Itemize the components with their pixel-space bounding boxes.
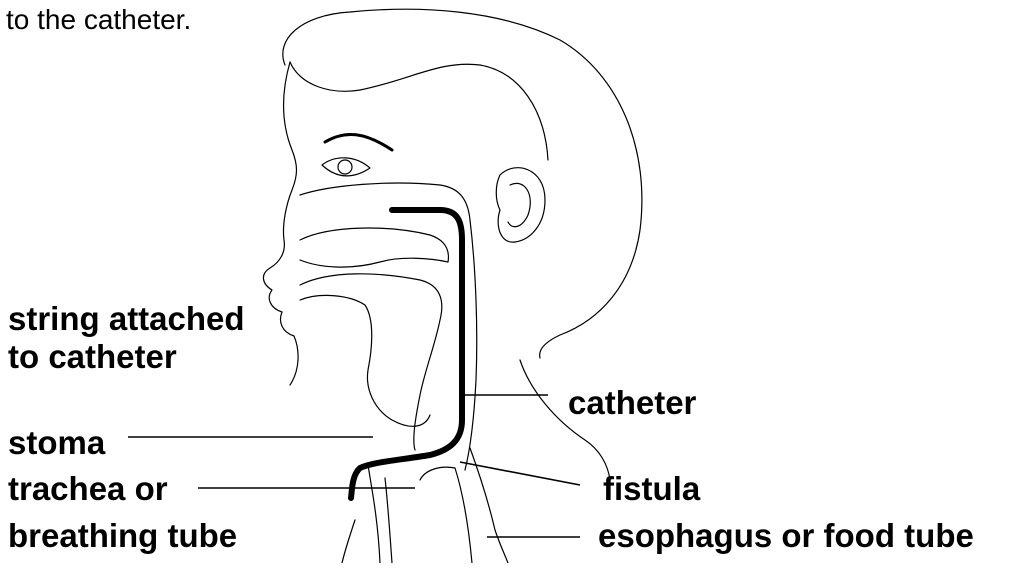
- label-esophagus: esophagus or food tube: [598, 517, 974, 554]
- label-string-line1: string attached: [8, 300, 245, 337]
- pharynx-wall: [465, 220, 477, 470]
- trachea-wall-left: [342, 520, 355, 563]
- leader-fistula: [460, 462, 580, 485]
- hairline: [290, 62, 548, 160]
- tongue: [300, 274, 442, 450]
- neck-front: [368, 465, 380, 563]
- label-catheter: catheter: [568, 384, 696, 421]
- oral-cavity: [300, 295, 430, 426]
- ear-inner: [508, 183, 530, 226]
- label-trachea-line2: breathing tube: [8, 517, 237, 554]
- trachea-wall-right: [385, 478, 392, 563]
- eyebrow: [325, 134, 392, 150]
- nasal-cavity: [300, 183, 470, 220]
- esophagus-wall-left: [420, 467, 472, 563]
- ear: [496, 168, 545, 242]
- catheter-tube: [351, 210, 462, 498]
- palate: [300, 228, 448, 267]
- caption-fragment: to the catheter.: [6, 4, 191, 36]
- label-trachea-line1: trachea or: [8, 470, 168, 507]
- pupil: [338, 160, 352, 174]
- face-profile: [263, 62, 298, 385]
- label-fistula: fistula: [603, 470, 700, 507]
- label-string-line2: to catheter: [8, 338, 177, 375]
- label-stoma: stoma: [8, 424, 105, 461]
